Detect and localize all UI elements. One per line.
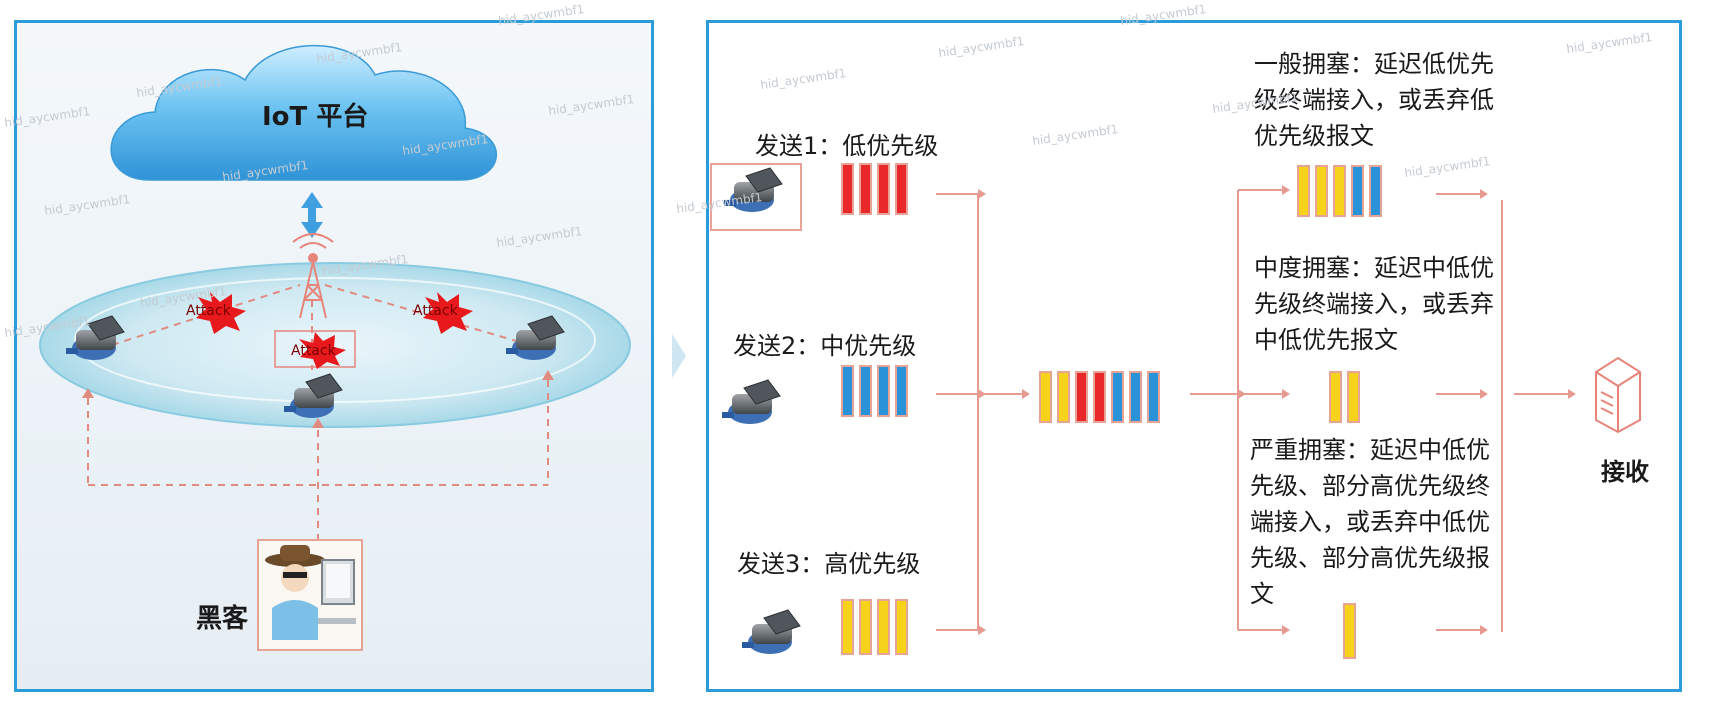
attack-label-right: Attack [413, 303, 458, 319]
packet-high [1297, 165, 1310, 217]
medium-congestion-text: 中度拥塞：延迟中低优先级终端接入，或丢弃中低优先报文 [1254, 254, 1494, 354]
sender-3-meter-icon [742, 609, 801, 654]
hacker-label: 黑客 [196, 604, 249, 634]
sender-2-meter-icon [722, 379, 781, 424]
flow-lines [936, 189, 1568, 632]
packet-mid [859, 365, 872, 417]
packet-mid [1129, 371, 1142, 423]
packet-high [1039, 371, 1052, 423]
sender-1-meter-icon [724, 167, 783, 212]
packet-mid [1351, 165, 1364, 217]
panel-separator-chevron-icon [672, 334, 686, 378]
packet-high [1347, 371, 1360, 423]
queue-send-3 [841, 599, 908, 655]
packet-low [1093, 371, 1106, 423]
packet-low [877, 163, 890, 215]
queue-out-medium-congestion [1329, 371, 1360, 423]
queue-merged [1039, 371, 1160, 423]
packet-mid [1369, 165, 1382, 217]
packet-high [1333, 165, 1346, 217]
packet-high [895, 599, 908, 655]
packet-low [895, 163, 908, 215]
severe-congestion-text: 严重拥塞：延迟中低优先级、部分高优先级终端接入，或丢弃中低优先级、部分高优先级报… [1250, 436, 1490, 608]
iot-cloud-icon [110, 44, 497, 181]
packet-low [1075, 371, 1088, 423]
uplink-arrow-icon [301, 192, 323, 238]
packet-mid [1111, 371, 1124, 423]
hacker-icon [257, 539, 363, 651]
attack-burst-center [274, 330, 356, 369]
queue-out-general-congestion [1297, 165, 1382, 217]
packet-mid [877, 365, 890, 417]
water-meter-icon-center [284, 373, 343, 418]
packet-high [1343, 603, 1356, 659]
water-meter-icon-right [506, 315, 565, 360]
packet-mid [1147, 371, 1160, 423]
packet-high [877, 599, 890, 655]
sender-1-label: 发送1：低优先级 [755, 132, 939, 160]
packet-low [859, 163, 872, 215]
packet-low [841, 163, 854, 215]
packet-high [1057, 371, 1070, 423]
packet-mid [841, 365, 854, 417]
sender-3-label: 发送3：高优先级 [737, 550, 921, 578]
packet-mid [895, 365, 908, 417]
iot-platform-label: IoT 平台 [262, 102, 369, 132]
receiver-label: 接收 [1601, 458, 1649, 486]
queue-send-2 [841, 365, 908, 417]
network-disc [39, 262, 631, 428]
general-congestion-text: 一般拥塞：延迟低优先级终端接入，或丢弃低优先级报文 [1254, 50, 1494, 150]
water-meter-icon-left [66, 315, 125, 360]
packet-high [859, 599, 872, 655]
attack-link-arrowheads [82, 370, 554, 428]
sender-2-label: 发送2：中优先级 [733, 332, 917, 360]
packet-high [841, 599, 854, 655]
packet-high [1315, 165, 1328, 217]
packet-high [1329, 371, 1342, 423]
attack-label-center: Attack [291, 343, 336, 359]
attack-burst-right [423, 292, 473, 334]
flow-arrowheads [978, 185, 1576, 635]
queue-out-severe-congestion [1343, 603, 1356, 659]
sender-1-meter-frame [710, 163, 802, 231]
queue-send-1 [841, 163, 908, 215]
receiver-server-icon [1595, 356, 1641, 434]
attack-burst-left [196, 292, 246, 334]
attack-label-left: Attack [186, 303, 231, 319]
base-station-tower-icon [292, 233, 334, 319]
